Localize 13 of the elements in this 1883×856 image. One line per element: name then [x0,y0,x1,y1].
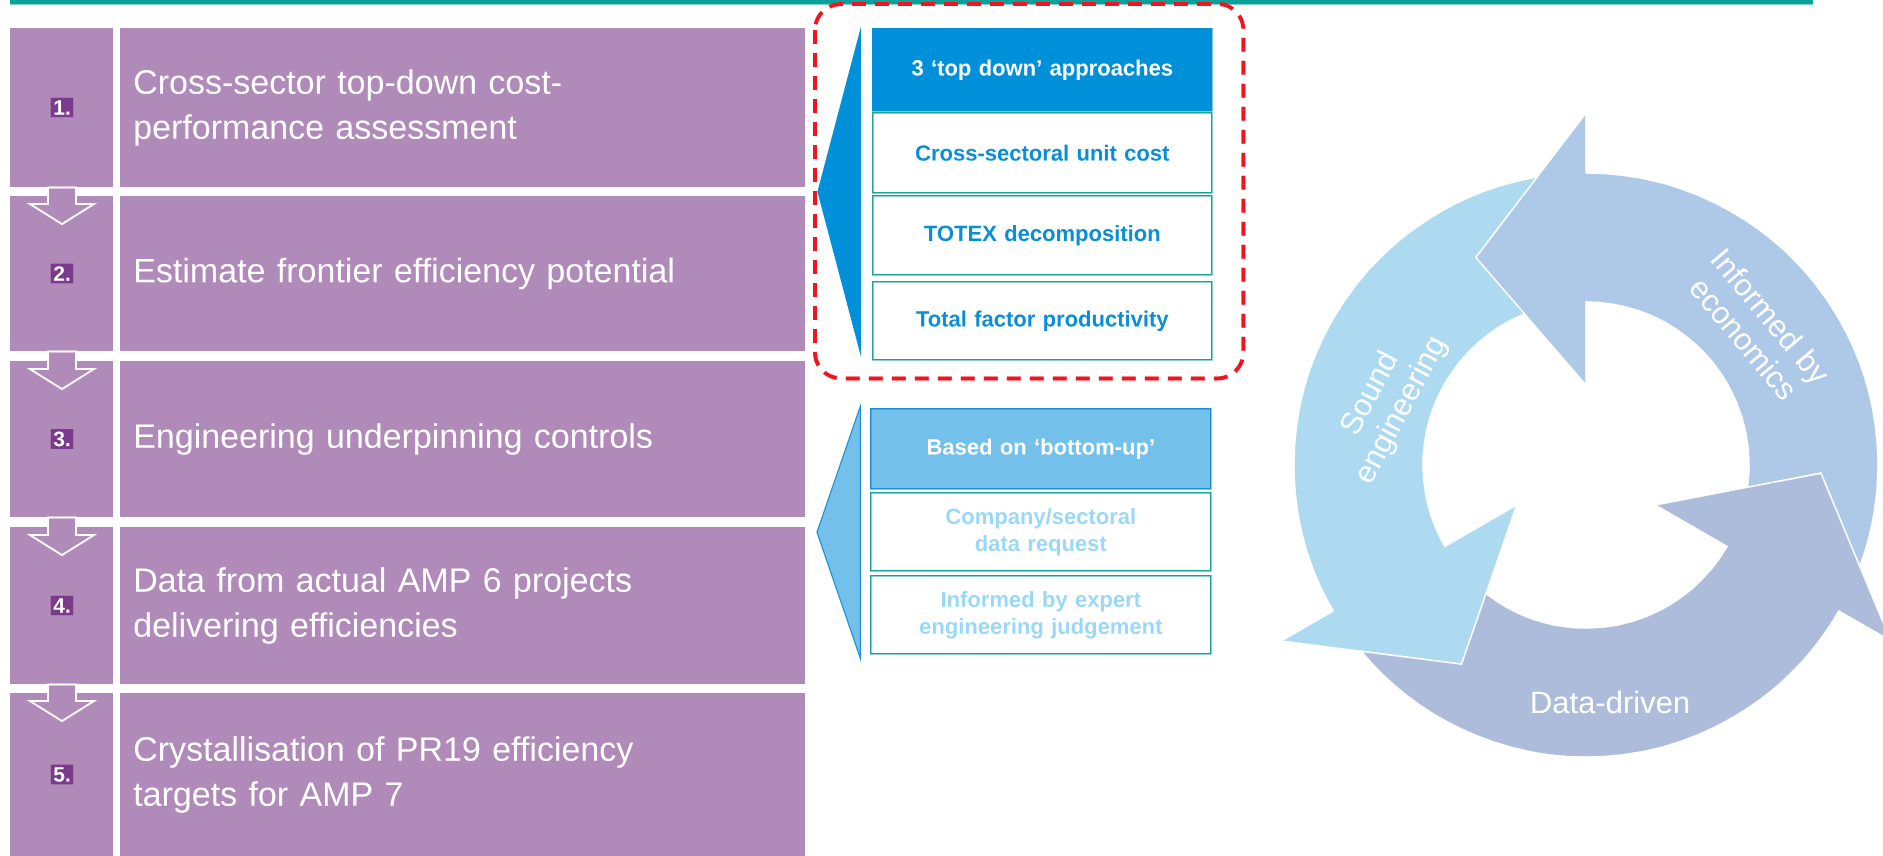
dashed-frame [813,2,1246,381]
down-arrow [26,516,98,557]
header-box: 3 ‘top down’ approaches [872,28,1213,112]
down-arrow [26,350,98,391]
method-box: Company/sectoral data request [870,492,1212,572]
method-box: Total factor productivity [872,281,1213,361]
header-box: Based on ‘bottom-up’ [870,408,1212,490]
number-badge: 3. [50,429,74,449]
down-arrow [26,186,98,226]
method-box: TOTEX decomposition [872,195,1213,276]
method-box: Cross-sectoral unit cost [872,112,1213,194]
down-arrow [26,683,98,723]
method-box: Informed by expert engineering judgement [870,575,1212,655]
